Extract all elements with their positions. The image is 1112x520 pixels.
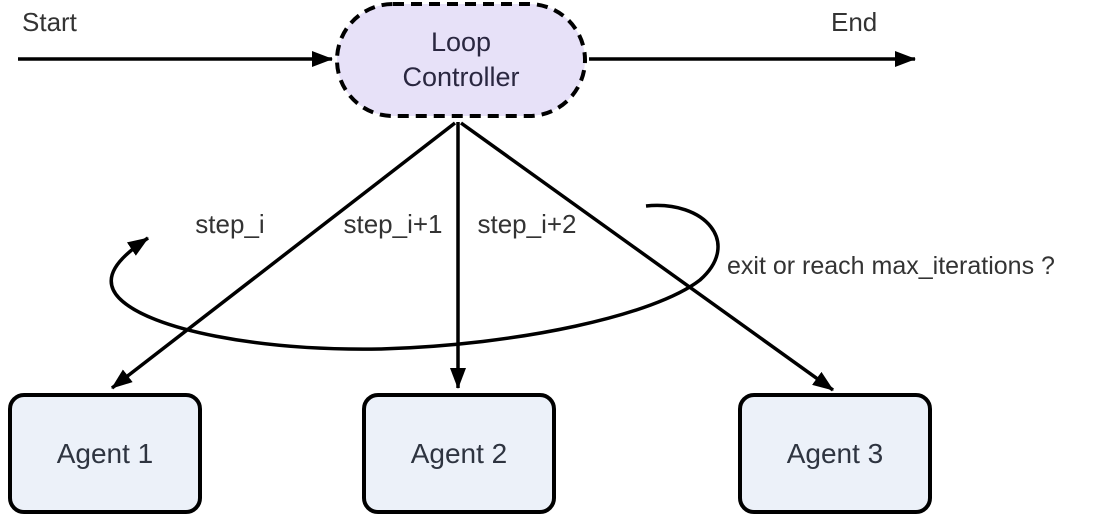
- loop-controller-shape: [335, 2, 587, 118]
- edge-label-step-i: step_i: [195, 209, 264, 239]
- end-label: End: [831, 7, 877, 37]
- agent1-label: Agent 1: [57, 438, 154, 469]
- edge-loop-back-arc: [109, 203, 720, 351]
- loop-condition-label: exit or reach max_iterations ?: [727, 252, 1055, 280]
- edge-label-step-i-plus-2: step_i+2: [477, 209, 576, 239]
- agent3-label: Agent 3: [787, 438, 884, 469]
- agent2-shape: [362, 393, 556, 514]
- agent3-shape: [738, 393, 932, 514]
- loop-controller-label-line1: Loop: [431, 27, 491, 57]
- agent1-node: Agent 1: [8, 393, 202, 514]
- agent3-node: Agent 3: [738, 393, 932, 514]
- edge-loop-controller-to-agent1: [110, 121, 457, 390]
- agent1-shape: [8, 393, 202, 514]
- agent2-label: Agent 2: [411, 438, 508, 469]
- agent2-node: Agent 2: [362, 393, 556, 514]
- loop-controller-label-line2: Controller: [402, 62, 519, 92]
- edge-label-step-i-plus-1: step_i+1: [343, 209, 442, 239]
- loop-controller-node: Loop Controller: [335, 2, 587, 118]
- edge-loop-controller-to-agent3: [459, 121, 835, 392]
- start-label: Start: [22, 7, 78, 37]
